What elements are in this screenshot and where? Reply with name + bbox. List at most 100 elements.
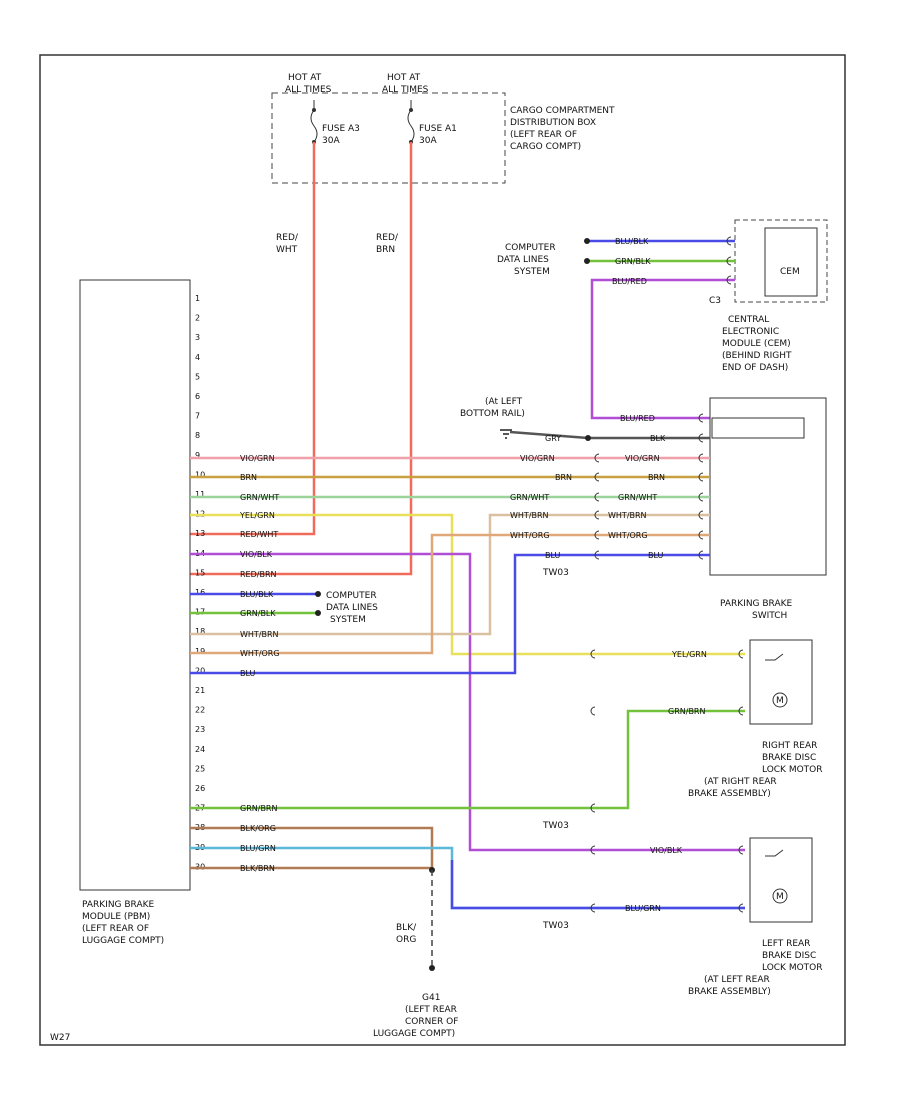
pbm-pin-5: 5 — [195, 372, 200, 381]
pbm-pin-3: 3 — [195, 333, 200, 342]
cem-caption-line5: END OF DASH) — [722, 363, 788, 373]
pbm-pin-22: 22 — [195, 706, 205, 715]
pbm-pin-6: 6 — [195, 392, 200, 401]
connector-terminal-icon — [594, 492, 600, 502]
connector-terminal-icon — [594, 510, 600, 520]
wire-label-vio-blk-2: VIO/BLK — [650, 846, 683, 855]
wire-label-red-brn: RED/BRN — [240, 570, 277, 579]
pbs-ground-label-line1: (At LEFT — [485, 397, 523, 407]
switch-contact-icon — [765, 849, 784, 857]
connector-terminal-icon — [698, 453, 704, 463]
connector-terminal-icon — [590, 803, 596, 813]
wire-label-vio-grn-3: VIO/GRN — [625, 454, 660, 463]
wire-label-brn-2: BRN — [555, 473, 572, 482]
wire-label-grn-blk-pbm: GRN/BLK — [240, 609, 276, 618]
right-motor-caption-line4: (AT RIGHT REAR — [704, 777, 777, 787]
connector-label-p2: TW03 — [542, 821, 569, 831]
wire-label-grn-blk: GRN/BLK — [615, 257, 651, 266]
pbs-caption-line2: SWITCH — [752, 611, 787, 621]
pbm-data-lines-label-line2: DATA LINES — [326, 603, 378, 613]
diagram-border — [39, 54, 846, 1046]
connector-terminal-icon — [590, 845, 596, 855]
wire-label-red-wht: RED/WHT — [240, 530, 278, 539]
switch-contact-icon — [765, 653, 784, 661]
pbm-pin-2: 2 — [195, 314, 200, 323]
wire-label-blu-grn-2: BLU/GRN — [625, 904, 661, 913]
wire-label-blu: BLU — [240, 669, 256, 678]
ground-icon — [500, 429, 512, 439]
cem-name: CEM — [780, 267, 800, 277]
cem-caption-line3: MODULE (CEM) — [722, 339, 791, 349]
wire-label-brn-3: BRN — [648, 473, 665, 482]
connector-terminal-icon — [698, 530, 704, 540]
pbm-pin-25: 25 — [195, 764, 205, 773]
hot-label-a-line2: ALL TIMES — [285, 85, 332, 95]
pbm-pin-10: 10 — [195, 470, 205, 479]
ground-caption-line1: G41 — [422, 993, 440, 1003]
cem-caption-line4: (BEHIND RIGHT — [722, 351, 792, 361]
fuse-box-caption-line4: CARGO COMPT) — [510, 142, 581, 152]
wire-label-yel-grn: YEL/GRN — [239, 511, 275, 520]
parking-brake-module: 1234567891011121314151617181920212223242… — [79, 279, 205, 946]
right-motor-caption-line3: LOCK MOTOR — [762, 765, 823, 775]
right-motor-caption-line1: RIGHT REAR — [762, 741, 817, 751]
pbm-pin-1: 1 — [195, 294, 200, 303]
pbm-caption-line4: LUGGAGE COMPT) — [82, 936, 164, 946]
motor-m-icon: M — [776, 892, 784, 902]
pbm-pin-18: 18 — [195, 627, 205, 636]
parking-brake-switch: PARKING BRAKE SWITCH (At LEFT BOTTOM RAI… — [460, 397, 827, 621]
wire-label-yel-grn-2: YEL/GRN — [671, 650, 707, 659]
motor-m-icon: M — [776, 696, 784, 706]
wire-label-blk-brn: BLK/BRN — [240, 864, 275, 873]
pbm-pin-9: 9 — [195, 451, 200, 460]
diagram-code: W27 — [50, 1033, 70, 1043]
pbm-pin-labels: 1234567891011121314151617181920212223242… — [195, 294, 205, 871]
connector-terminal-icon — [594, 453, 600, 463]
feed-wire-right-line2: BRN — [376, 245, 395, 255]
connector-terminal-icon — [698, 510, 704, 520]
connector-terminal-icon — [590, 903, 596, 913]
pbm-caption-line1: PARKING BRAKE — [82, 900, 155, 910]
ground-caption-line2: (LEFT REAR — [405, 1005, 457, 1015]
right-motor-caption-line5: BRAKE ASSEMBLY) — [688, 789, 771, 799]
cem-caption-line1: CENTRAL — [728, 315, 769, 325]
connector-terminal-icon — [698, 492, 704, 502]
feed-wire-left-line1: RED/ — [276, 233, 299, 243]
fuse-a-label-line2: 30A — [322, 136, 340, 146]
ground-caption-line3: CORNER OF — [405, 1017, 458, 1027]
wire-label-wht-brn-3: WHT/BRN — [608, 511, 647, 520]
pbm-pin-19: 19 — [195, 647, 205, 656]
wire-label-grn-wht-2: GRN/WHT — [510, 493, 549, 502]
ground-wire-line1: BLK/ — [396, 923, 417, 933]
pbm-wires: VIO/GRN VIO/GRN VIO/GRN BRN BRN BRN GRN/… — [190, 454, 745, 913]
connector-terminal-icon — [594, 530, 600, 540]
wire-label-vio-grn: VIO/GRN — [240, 454, 275, 463]
connector-terminal-icon — [726, 275, 732, 285]
fuse-icon — [310, 109, 318, 143]
pbm-pin-13: 13 — [195, 529, 205, 538]
fuse-feed-wires: RED/ WHT RED/ BRN — [190, 142, 413, 576]
wire-label-blu-3: BLU — [648, 551, 664, 560]
connector-terminal-icon — [698, 413, 704, 423]
connector-terminal-icon — [594, 472, 600, 482]
fuse-icon — [407, 109, 415, 143]
wire-label-wht-brn: WHT/BRN — [240, 630, 279, 639]
connector-terminal-icon — [698, 472, 704, 482]
left-motor-caption-line2: BRAKE DISC — [762, 951, 816, 961]
right-motor-caption-line2: BRAKE DISC — [762, 753, 816, 763]
cem-data-lines-label-line2: DATA LINES — [497, 255, 549, 265]
fuse-b-label-line2: 30A — [419, 136, 437, 146]
fuse-box-caption-line2: DISTRIBUTION BOX — [510, 118, 596, 128]
pbs-ground-label-line2: BOTTOM RAIL) — [460, 409, 525, 419]
pbm-pin-7: 7 — [195, 412, 200, 421]
connector-label-p3: TW03 — [542, 921, 569, 931]
pbm-caption-line2: MODULE (PBM) — [82, 912, 150, 922]
wire-label-blu-grn: BLU/GRN — [240, 844, 276, 853]
connector-terminal-icon — [594, 550, 600, 560]
wire-label-wht-org-2: WHT/ORG — [510, 531, 550, 540]
right-rear-lock-motor: M RIGHT REAR BRAKE DISC LOCK MOTOR (AT R… — [688, 639, 823, 799]
hot-label-b-line2: ALL TIMES — [382, 85, 429, 95]
wire-label-wht-org-3: WHT/ORG — [608, 531, 648, 540]
hot-label-b-line1: HOT AT — [387, 73, 421, 83]
